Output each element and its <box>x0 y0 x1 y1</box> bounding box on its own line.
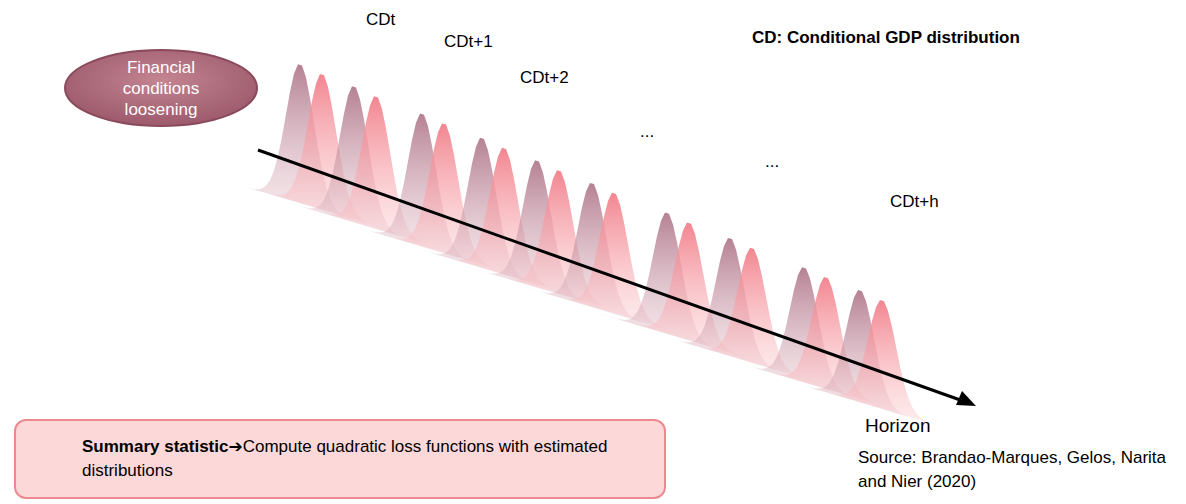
summary-text: Summary statistic➔Compute quadratic loss… <box>82 435 644 483</box>
distribution-curve <box>812 300 952 430</box>
summary-box: Summary statistic➔Compute quadratic loss… <box>14 419 666 499</box>
distribution-label: CDt+h <box>890 190 939 214</box>
ellipsis-label: ... <box>765 150 779 174</box>
ellipsis-label: ... <box>640 120 654 144</box>
distribution-label: CDt+1 <box>444 30 493 54</box>
axis-arrowhead <box>956 391 976 406</box>
bell-curves <box>230 64 952 429</box>
summary-heading: Summary statistic <box>82 437 228 456</box>
source-note: Source: Brandao-Marques, Gelos, Narita a… <box>858 446 1168 494</box>
condition-ellipse: Financial conditions loosening <box>63 48 259 128</box>
ellipse-text: Financial conditions loosening <box>91 57 231 120</box>
definition-note: CD: Conditional GDP distribution <box>752 26 1020 50</box>
distribution-label: CDt <box>366 8 395 32</box>
distribution-label: CDt+2 <box>520 66 569 90</box>
horizon-axis <box>258 150 963 401</box>
axis-label: Horizon <box>865 414 930 438</box>
